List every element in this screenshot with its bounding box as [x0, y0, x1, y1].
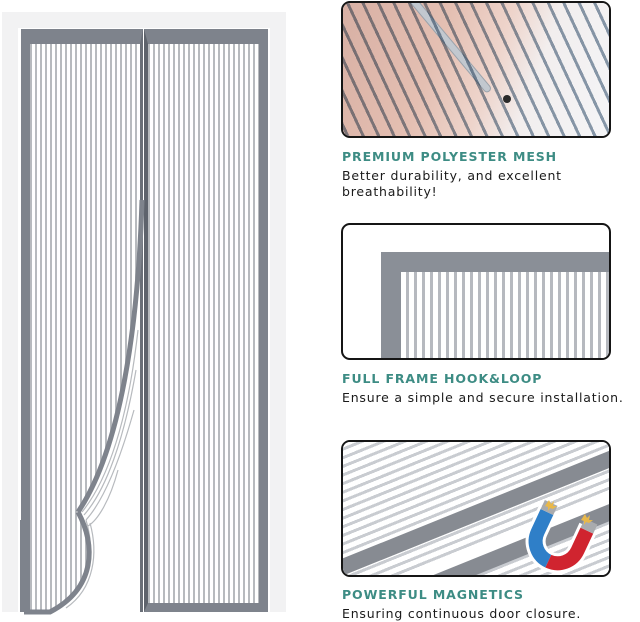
right-screen-panel	[144, 29, 268, 612]
frame-mesh	[401, 272, 609, 358]
feature-desc-line: Better durability, and excellent	[342, 168, 562, 183]
feature-desc-line: Ensure a simple and secure installation.	[342, 390, 624, 405]
feature-desc-hook-loop: Ensure a simple and secure installation.	[342, 390, 640, 406]
frame-top-strip	[381, 252, 609, 272]
feature-desc-line: Ensuring continuous door closure.	[342, 606, 582, 621]
feature-image-polyester-mesh	[341, 1, 611, 138]
frame-left-strip	[381, 252, 401, 358]
left-panel-mesh	[30, 44, 140, 612]
mesh-overlay	[343, 3, 609, 136]
feature-image-magnetics	[341, 440, 611, 577]
feature-title-hook-loop: FULL FRAME HOOK&LOOP	[342, 371, 543, 386]
left-screen-panel	[21, 29, 143, 612]
feature-image-hook-loop-frame	[341, 223, 611, 360]
feature-desc-magnetics: Ensuring continuous door closure.	[342, 606, 640, 622]
magnet-icon	[525, 499, 598, 574]
feature-desc-polyester-mesh: Better durability, and excellent breatha…	[342, 168, 640, 200]
right-panel-mesh	[148, 44, 259, 603]
feature-desc-line: breathability!	[342, 184, 438, 199]
feature-title-magnetics: POWERFUL MAGNETICS	[342, 587, 524, 602]
feature-title-polyester-mesh: PREMIUM POLYESTER MESH	[342, 149, 558, 164]
